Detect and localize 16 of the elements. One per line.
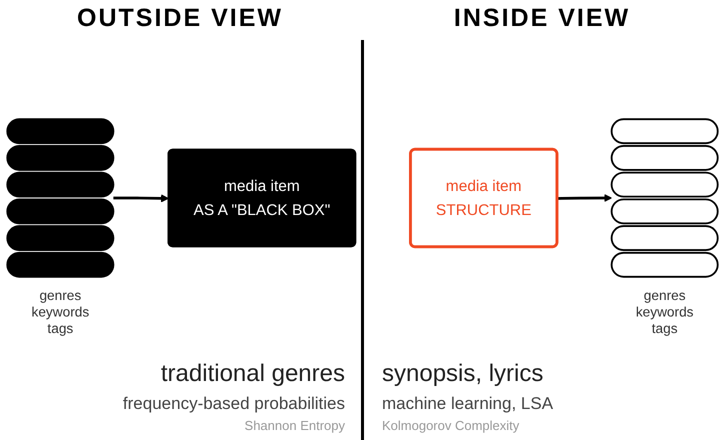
section-heading: INSIDE VIEW	[452, 4, 632, 33]
note-text: traditional genres	[160, 360, 345, 388]
media-item-box: media item AS A "BLACK BOX"	[168, 148, 356, 248]
note-text: Shannon Entropy	[244, 418, 345, 433]
tag-stack-drawing	[610, 118, 719, 278]
tag-stack-drawing	[6, 118, 114, 278]
node-caption: genres keywords tags	[636, 288, 694, 336]
note-text: machine learning, LSA	[382, 394, 554, 414]
arrow	[113, 194, 169, 202]
arrow	[557, 194, 612, 202]
note-text: Kolmogorov Complexity	[382, 418, 520, 433]
note-text: synopsis, lyrics	[382, 360, 544, 388]
section-heading: OUTSIDE VIEW	[76, 4, 284, 33]
media-item-box: media item STRUCTURE	[409, 148, 558, 248]
note-text: frequency-based probabilities	[122, 394, 345, 414]
node-caption: genres keywords tags	[32, 288, 90, 336]
